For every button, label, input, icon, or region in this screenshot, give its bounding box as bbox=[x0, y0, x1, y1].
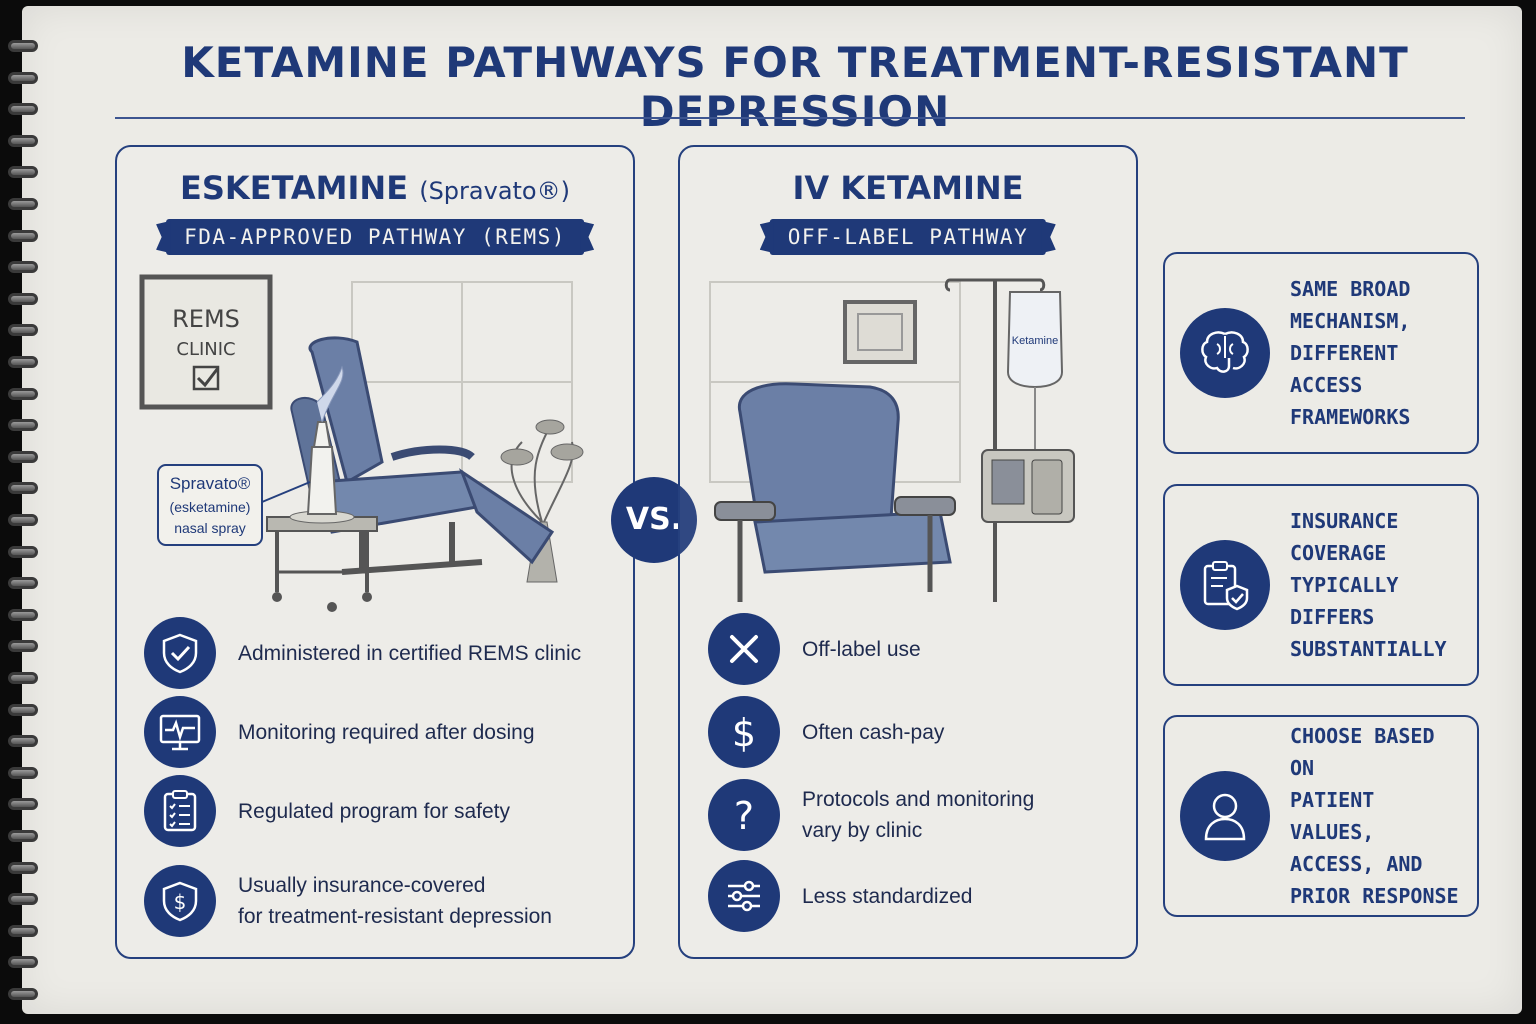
esketamine-heading: ESKETAMINE (Spravato®) bbox=[117, 169, 633, 207]
page-title: KETAMINE PATHWAYS FOR TREATMENT-RESISTAN… bbox=[181, 38, 1409, 136]
spiral-ring bbox=[8, 514, 38, 526]
wall-picture bbox=[843, 300, 917, 364]
off-label-banner: OFF-LABEL PATHWAY bbox=[769, 219, 1047, 255]
feature-text-line2: vary by clinic bbox=[802, 819, 923, 842]
feature-text-line1: Usually insurance-covered bbox=[238, 874, 486, 897]
feature-certified-clinic: Administered in certified REMS clinic bbox=[144, 617, 581, 689]
ketamine-iv-bag: Ketamine bbox=[1006, 291, 1064, 452]
svg-text:REMS: REMS bbox=[172, 305, 240, 333]
spiral-ring bbox=[8, 861, 38, 874]
iv-ketamine-heading: IV KETAMINE bbox=[792, 169, 1024, 207]
spiral-ring bbox=[8, 71, 38, 84]
spiral-ring bbox=[8, 956, 38, 969]
infusion-pump bbox=[981, 449, 1075, 523]
brain-icon bbox=[1180, 308, 1270, 398]
infusion-chair bbox=[714, 382, 956, 602]
iv-pole bbox=[944, 278, 1046, 602]
svg-text:Spravato®: Spravato® bbox=[170, 474, 251, 493]
feature-text: Off-label use bbox=[802, 637, 921, 661]
feature-off-label-use: Off-label use bbox=[708, 613, 921, 685]
rems-clinic-illustration: REMS CLINIC bbox=[139, 274, 584, 612]
feature-text: Administered in certified REMS clinic bbox=[238, 641, 582, 665]
feature-cash-pay: $ Often cash-pay bbox=[708, 696, 944, 768]
svg-text:$: $ bbox=[174, 890, 187, 914]
rems-clinic-sign: REMS CLINIC bbox=[139, 274, 273, 410]
feature-less-standardized: Less standardized bbox=[708, 860, 972, 932]
feature-protocols-vary: ? Protocols and monitoring vary by clini… bbox=[708, 779, 1034, 851]
svg-text:Ketamine: Ketamine bbox=[1012, 335, 1058, 347]
spiral-ring bbox=[8, 387, 38, 400]
clipboard-shield-icon bbox=[1180, 540, 1270, 630]
question-icon: ? bbox=[708, 779, 780, 851]
svg-text:$: $ bbox=[732, 711, 756, 755]
spiral-ring bbox=[8, 40, 38, 52]
spiral-ring bbox=[8, 292, 38, 305]
svg-text:CLINIC: CLINIC bbox=[176, 339, 235, 360]
spiral-ring bbox=[8, 988, 38, 1000]
spravato-callout: Spravato® (esketamine) nasal spray bbox=[157, 464, 311, 546]
feature-text-line1: Protocols and monitoring bbox=[802, 788, 1035, 811]
nasal-spray-device bbox=[289, 365, 355, 524]
vs-badge: VS. bbox=[611, 477, 697, 563]
spiral-ring bbox=[8, 134, 38, 147]
spiral-ring bbox=[8, 356, 38, 368]
clipboard-checklist-icon bbox=[144, 775, 216, 847]
spiral-ring bbox=[8, 672, 38, 684]
spiral-ring bbox=[8, 229, 38, 242]
spiral-ring bbox=[8, 198, 38, 210]
feature-text: Usually insurance-covered for treatment-… bbox=[238, 870, 552, 932]
spiral-ring bbox=[8, 419, 38, 432]
spiral-ring bbox=[8, 261, 38, 274]
spiral-ring bbox=[8, 703, 38, 716]
spiral-ring bbox=[8, 166, 38, 179]
svg-text:(esketamine): (esketamine) bbox=[170, 499, 251, 515]
spiral-ring bbox=[8, 640, 38, 653]
spiral-ring bbox=[8, 893, 38, 906]
feature-text: Protocols and monitoring vary by clinic bbox=[802, 784, 1034, 846]
spiral-ring bbox=[8, 608, 38, 621]
svg-text:?: ? bbox=[734, 794, 754, 838]
spiral-ring bbox=[8, 482, 38, 495]
feature-text: Monitoring required after dosing bbox=[238, 720, 535, 744]
svg-text:nasal spray: nasal spray bbox=[174, 520, 246, 536]
shield-check-icon bbox=[144, 617, 216, 689]
feature-regulated-program: Regulated program for safety bbox=[144, 775, 510, 847]
spiral-ring bbox=[8, 545, 38, 558]
iv-infusion-illustration: Ketamine bbox=[709, 278, 1075, 602]
spiral-ring bbox=[8, 103, 38, 116]
spiral-ring bbox=[8, 324, 38, 337]
spiral-ring bbox=[8, 830, 38, 842]
spiral-ring bbox=[8, 577, 38, 590]
person-icon bbox=[1180, 771, 1270, 861]
spiral-ring bbox=[8, 798, 38, 811]
feature-text: Less standardized bbox=[802, 884, 973, 908]
esketamine-panel: ESKETAMINE (Spravato®) FDA-APPROVED PATH… bbox=[115, 145, 635, 959]
plant bbox=[500, 419, 584, 583]
shield-dollar-icon: $ bbox=[144, 865, 216, 937]
x-icon bbox=[708, 613, 780, 685]
spiral-ring bbox=[8, 766, 38, 779]
spiral-ring bbox=[8, 924, 38, 937]
feature-text: Regulated program for safety bbox=[238, 799, 510, 823]
feature-monitoring: Monitoring required after dosing bbox=[144, 696, 535, 768]
fda-approved-banner: FDA-APPROVED PATHWAY (REMS) bbox=[166, 219, 584, 255]
esketamine-heading-text: ESKETAMINE bbox=[180, 169, 409, 207]
title-divider bbox=[115, 117, 1465, 119]
sliders-icon bbox=[708, 860, 780, 932]
feature-insurance-covered: $ Usually insurance-covered for treatmen… bbox=[144, 865, 552, 937]
dollar-icon: $ bbox=[708, 696, 780, 768]
spiral-binding bbox=[2, 30, 42, 1010]
feature-text: Often cash-pay bbox=[802, 720, 945, 744]
spiral-ring bbox=[8, 450, 38, 463]
spiral-ring bbox=[8, 735, 38, 748]
feature-text-line2: for treatment-resistant depression bbox=[238, 905, 552, 928]
monitor-heartbeat-icon bbox=[144, 696, 216, 768]
esketamine-brand: (Spravato®) bbox=[419, 177, 570, 205]
